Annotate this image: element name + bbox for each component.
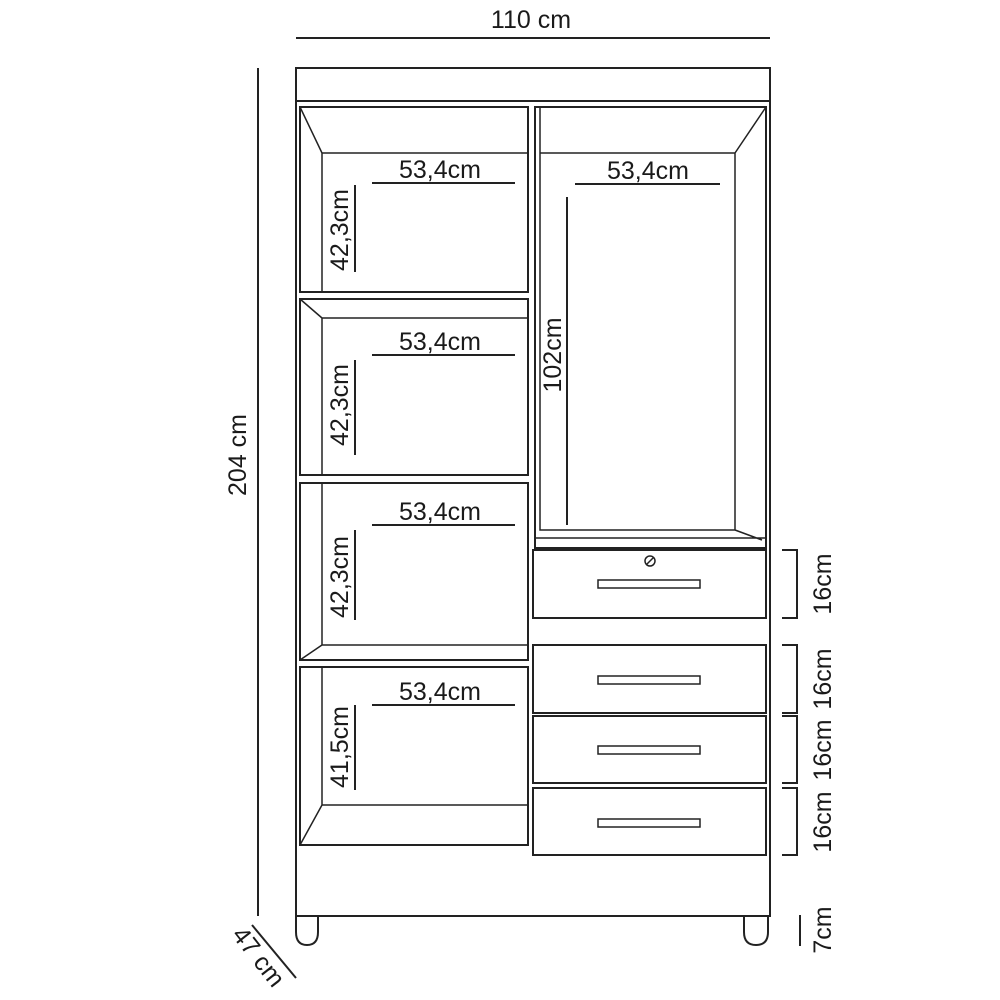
drawer-height-label: 16cm [809, 719, 837, 780]
compartment-width-label: 53,4cm [607, 157, 689, 185]
left-compartment-2-dims: 53,4cm 42,3cm [326, 328, 515, 455]
drawer-1 [532, 549, 767, 619]
right-compartment-dims: 53,4cm 102cm [539, 157, 720, 525]
cabinet-body [295, 67, 771, 947]
left-compartment-4 [299, 666, 529, 846]
compartment-height-label: 42,3cm [326, 189, 354, 271]
drawer-4 [532, 787, 767, 856]
drawer-handle [597, 818, 701, 828]
left-compartment-1 [299, 106, 529, 293]
drawer-dims: 16cm 16cm 16cm 16cm 7cm [782, 549, 837, 954]
right-leg [743, 916, 769, 947]
drawer-handle [597, 579, 701, 589]
drawer-height-label: 16cm [809, 791, 837, 852]
drawer-handle [597, 675, 701, 685]
left-compartment-1-dims: 53,4cm 42,3cm [326, 156, 515, 272]
left-compartment-3 [299, 482, 529, 661]
overall-height-label: 204 cm [224, 414, 252, 496]
leg-height-label: 7cm [809, 906, 837, 953]
drawer-3 [532, 715, 767, 784]
drawer-handle [597, 745, 701, 755]
left-leg [295, 916, 319, 947]
compartment-height-label: 42,3cm [326, 364, 354, 446]
depth-dimension-line [251, 924, 297, 979]
left-compartment-2 [299, 298, 529, 476]
compartment-width-label: 53,4cm [399, 678, 481, 706]
drawer-height-label: 16cm [809, 553, 837, 614]
compartment-width-label: 53,4cm [399, 156, 481, 184]
drawer-height-label: 16cm [809, 648, 837, 709]
compartment-width-label: 53,4cm [399, 498, 481, 526]
left-compartment-3-dims: 53,4cm 42,3cm [326, 498, 515, 620]
compartment-height-label: 42,3cm [326, 536, 354, 618]
overall-width-label: 110 cm [491, 6, 571, 34]
lock-icon [644, 555, 656, 567]
compartment-height-label: 41,5cm [326, 706, 354, 788]
drawer-2 [532, 644, 767, 714]
right-hanging-compartment [534, 106, 767, 549]
compartment-height-label: 102cm [539, 317, 567, 392]
left-compartment-4-dims: 53,4cm 41,5cm [326, 678, 515, 790]
compartment-width-label: 53,4cm [399, 328, 481, 356]
